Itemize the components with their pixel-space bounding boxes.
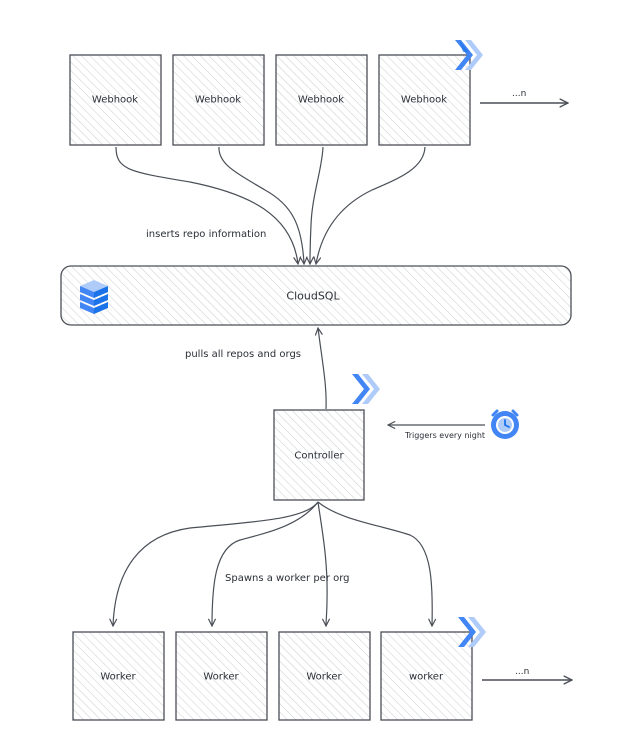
worker-label-1: Worker <box>100 671 136 683</box>
spawn-arrows <box>113 501 432 626</box>
worker-box-2 <box>175 631 268 721</box>
workers-more-label: ...n <box>515 667 530 677</box>
spawn-note: Spawns a worker per org <box>225 573 350 584</box>
trigger-note: Triggers every night <box>405 431 486 440</box>
webhook-label-4: Webhook <box>400 94 448 106</box>
cloud-run-icon-controller <box>352 374 380 404</box>
cloud-scheduler-icon <box>491 409 519 439</box>
worker-label-2: Worker <box>203 671 239 683</box>
worker-label-3: Worker <box>306 671 342 683</box>
pull-note: pulls all repos and orgs <box>185 349 301 360</box>
worker-boxes <box>72 631 473 721</box>
webhook-boxes <box>69 54 471 146</box>
controller-label: Controller <box>294 450 344 462</box>
controller-to-db-arrow <box>318 328 327 410</box>
cloudsql-bar <box>60 265 572 326</box>
cloud-sql-icon <box>80 280 108 314</box>
webhooks-more-label: ...n <box>512 89 527 99</box>
controller-box <box>273 409 365 501</box>
cloud-run-icon <box>455 40 483 70</box>
worker-box-3 <box>278 631 371 721</box>
webhook-label-2: Webhook <box>194 94 242 106</box>
worker-box-4 <box>380 631 473 721</box>
webhook-box-3 <box>275 54 368 146</box>
webhook-label-3: Webhook <box>297 94 345 106</box>
cloud-run-icon-workers <box>458 617 486 647</box>
webhook-box-4 <box>378 54 471 146</box>
worker-box-1 <box>72 631 165 721</box>
webhook-arrows <box>115 146 426 264</box>
worker-label-4: worker <box>408 671 444 683</box>
webhook-box-1 <box>69 54 162 146</box>
webhook-box-2 <box>172 54 265 146</box>
cloudsql-label: CloudSQL <box>286 289 340 303</box>
insert-note: inserts repo information <box>146 229 267 240</box>
webhook-label-1: Webhook <box>91 94 139 106</box>
